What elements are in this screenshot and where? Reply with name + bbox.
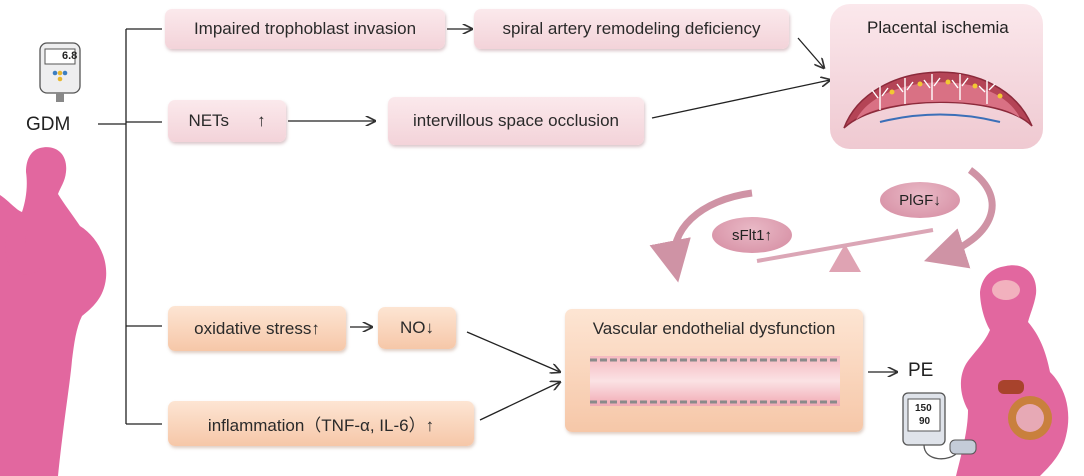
arrow-intervillous-placental — [651, 80, 830, 119]
arc-right-arrow — [924, 167, 996, 269]
pregnant-silhouette-left-icon — [0, 147, 107, 476]
seesaw-icon — [756, 228, 934, 272]
box-oxidative: oxidative stress↑ — [168, 306, 346, 351]
gdm-bracket — [98, 28, 162, 425]
box-nets: NETs ↑ — [168, 100, 286, 142]
glucose-meter-icon — [39, 42, 81, 102]
pill-plgf: PlGF↓ — [880, 182, 960, 218]
box-no: NO↓ — [378, 307, 456, 349]
gdm-label: GDM — [26, 114, 71, 135]
box-spiral: spiral artery remodeling deficiency — [474, 9, 789, 49]
box-inflammation: inflammation（TNF-α, IL-6）↑ — [168, 401, 474, 446]
arrow-spiral-placental — [797, 37, 824, 68]
bp-systolic: 150 — [915, 403, 932, 414]
arc-left-arrow — [649, 189, 753, 283]
box-intervillous: intervillous space occlusion — [388, 97, 644, 145]
box-spiral-label: spiral artery remodeling deficiency — [502, 19, 761, 38]
box-nets-arrow: ↑ — [257, 111, 266, 130]
placental-ischemia-label: Placental ischemia — [867, 18, 1009, 37]
blood-pressure-monitor-icon — [902, 392, 977, 460]
pregnant-silhouette-right-icon — [956, 265, 1069, 476]
arrow-no-vascular — [466, 331, 560, 372]
pe-label: PE — [908, 360, 934, 381]
box-oxidative-label: oxidative stress↑ — [194, 318, 320, 338]
box-nets-label: NETs — [188, 111, 230, 130]
pill-sflt1-label: sFlt1↑ — [731, 226, 772, 244]
box-inflammation-label: inflammation（TNF-α, IL-6）↑ — [207, 416, 435, 435]
placenta-icon — [830, 4, 1043, 149]
box-intervillous-label: intervillous space occlusion — [413, 111, 619, 130]
meter-reading: 6.8 — [62, 50, 78, 62]
pill-plgf-label: PlGF↓ — [899, 191, 941, 209]
arrow-inflammation-vascular — [479, 382, 560, 421]
pill-sflt1: sFlt1↑ — [712, 217, 792, 253]
box-trophoblast-label: Impaired trophoblast invasion — [193, 19, 417, 38]
box-trophoblast: Impaired trophoblast invasion — [165, 9, 445, 49]
box-no-label: NO↓ — [400, 318, 434, 337]
bp-diastolic: 90 — [919, 416, 931, 427]
blood-vessel-icon — [590, 356, 840, 406]
